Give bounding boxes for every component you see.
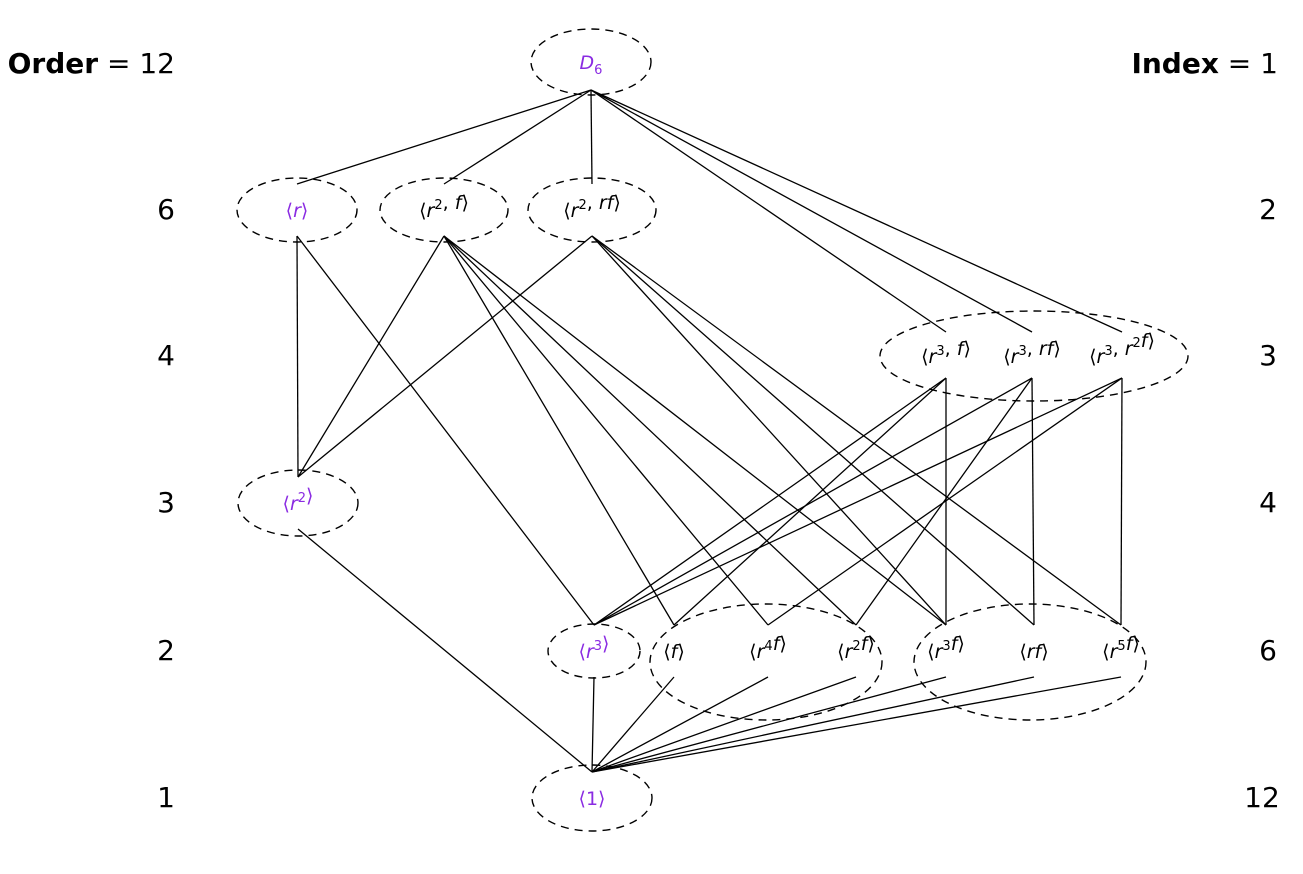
lattice-edges (296, 89, 1123, 773)
node-r5f: ⟨r5f⟩ (1102, 633, 1140, 663)
order-label-1: 1 (157, 781, 175, 814)
edge-r4f-one (591, 676, 769, 773)
index-label-4: 4 (1259, 486, 1277, 519)
edge-r3-one (591, 676, 595, 773)
ellipse-one (531, 764, 653, 832)
edge-r3r2f-r3 (593, 377, 1123, 626)
edge-D6-r (296, 89, 592, 185)
edge-r5f-one (591, 676, 1122, 773)
node-r3r2f: ⟨r3, r2f⟩ (1089, 330, 1155, 368)
order-4-class-ellipse (879, 310, 1189, 402)
edge-r2f-f (443, 235, 675, 626)
order-label-2: 2 (157, 634, 175, 667)
edge-r2f-r2f_el (443, 235, 857, 626)
edge-r-r2 (296, 235, 299, 478)
edge-rf-one (591, 676, 1035, 773)
edge-D6-r3f (590, 89, 947, 333)
edge-f-one (591, 676, 675, 773)
edge-r2f-r3f_el (443, 235, 947, 626)
index-header: Index = 1 (1131, 50, 1278, 78)
edge-r2f-r4f (443, 235, 769, 626)
ellipse-r (236, 177, 358, 243)
edge-r3f_el-one (591, 676, 947, 773)
edge-r2f_el-one (591, 676, 857, 773)
node-r2f: ⟨r2, f⟩ (419, 192, 469, 222)
index-label-3: 3 (1259, 339, 1277, 372)
edge-D6-r2f (443, 89, 592, 185)
node-r2rf: ⟨r2, rf⟩ (563, 192, 621, 222)
edge-r2rf-r5f (591, 235, 1122, 626)
index-label-6: 6 (1259, 634, 1277, 667)
node-r3: ⟨r3⟩ (579, 633, 610, 663)
edge-r3f-r3 (593, 377, 947, 626)
node-r: ⟨r⟩ (286, 200, 309, 222)
edge-r3rf-r3 (593, 377, 1033, 626)
index-eq: = (1227, 47, 1252, 80)
edge-r3f-f (673, 377, 947, 626)
node-f: ⟨f⟩ (663, 641, 685, 663)
edge-r2rf-r2 (297, 235, 593, 478)
edge-D6-r3rf (590, 89, 1033, 333)
edge-r3r2f-r5f (1120, 377, 1123, 626)
edge-r2f-r2 (297, 235, 445, 478)
node-r3rf: ⟨r3, rf⟩ (1003, 338, 1061, 368)
node-r3f: ⟨r3, f⟩ (921, 338, 971, 368)
class-ellipse-a (649, 603, 883, 721)
index-label-2: 2 (1259, 193, 1277, 226)
order-label-3: 3 (157, 486, 175, 519)
edge-r2rf-r3f_el (591, 235, 947, 626)
node-labels: D6 ⟨r⟩ ⟨r2, f⟩ ⟨r2, rf⟩ ⟨r3, f⟩ ⟨r3, rf⟩ ⟨r3, … (283, 52, 1155, 810)
order-label-0: 12 (139, 47, 175, 80)
group-ellipses (236, 28, 1189, 832)
edge-D6-r3r2f (590, 89, 1123, 333)
ellipse-r3 (547, 623, 641, 679)
order-eq: = (106, 47, 131, 80)
node-r4f: ⟨r4f⟩ (749, 633, 787, 663)
node-r2: ⟨r2⟩ (283, 485, 314, 515)
class-ellipse-b (913, 603, 1147, 721)
ellipse-r2f (379, 177, 509, 243)
node-rf: ⟨rf⟩ (1019, 641, 1048, 663)
edge-r2-one (297, 528, 593, 773)
edge-D6-r2rf (590, 89, 593, 185)
node-one: ⟨1⟩ (579, 788, 606, 810)
index-label-0: 1 (1260, 47, 1278, 80)
node-D6: D6 (580, 52, 603, 78)
edge-r3rf-rf (1031, 377, 1035, 626)
node-r2f_el: ⟨r2f⟩ (837, 633, 875, 663)
order-label-6: 6 (157, 193, 175, 226)
node-r3f_el: ⟨r3f⟩ (927, 633, 965, 663)
index-word: Index (1131, 47, 1219, 80)
index-label-12: 12 (1244, 781, 1280, 814)
order-header: Order = 12 (8, 50, 175, 78)
edge-r2rf-rf (591, 235, 1035, 626)
ellipse-r2rf (527, 177, 657, 243)
ellipse-D6 (530, 28, 652, 96)
edge-r3r2f-r4f (767, 377, 1123, 626)
order-word: Order (7, 47, 99, 80)
edge-r-r3 (296, 235, 595, 626)
order-label-4: 4 (157, 339, 175, 372)
ellipse-r2 (237, 469, 359, 537)
